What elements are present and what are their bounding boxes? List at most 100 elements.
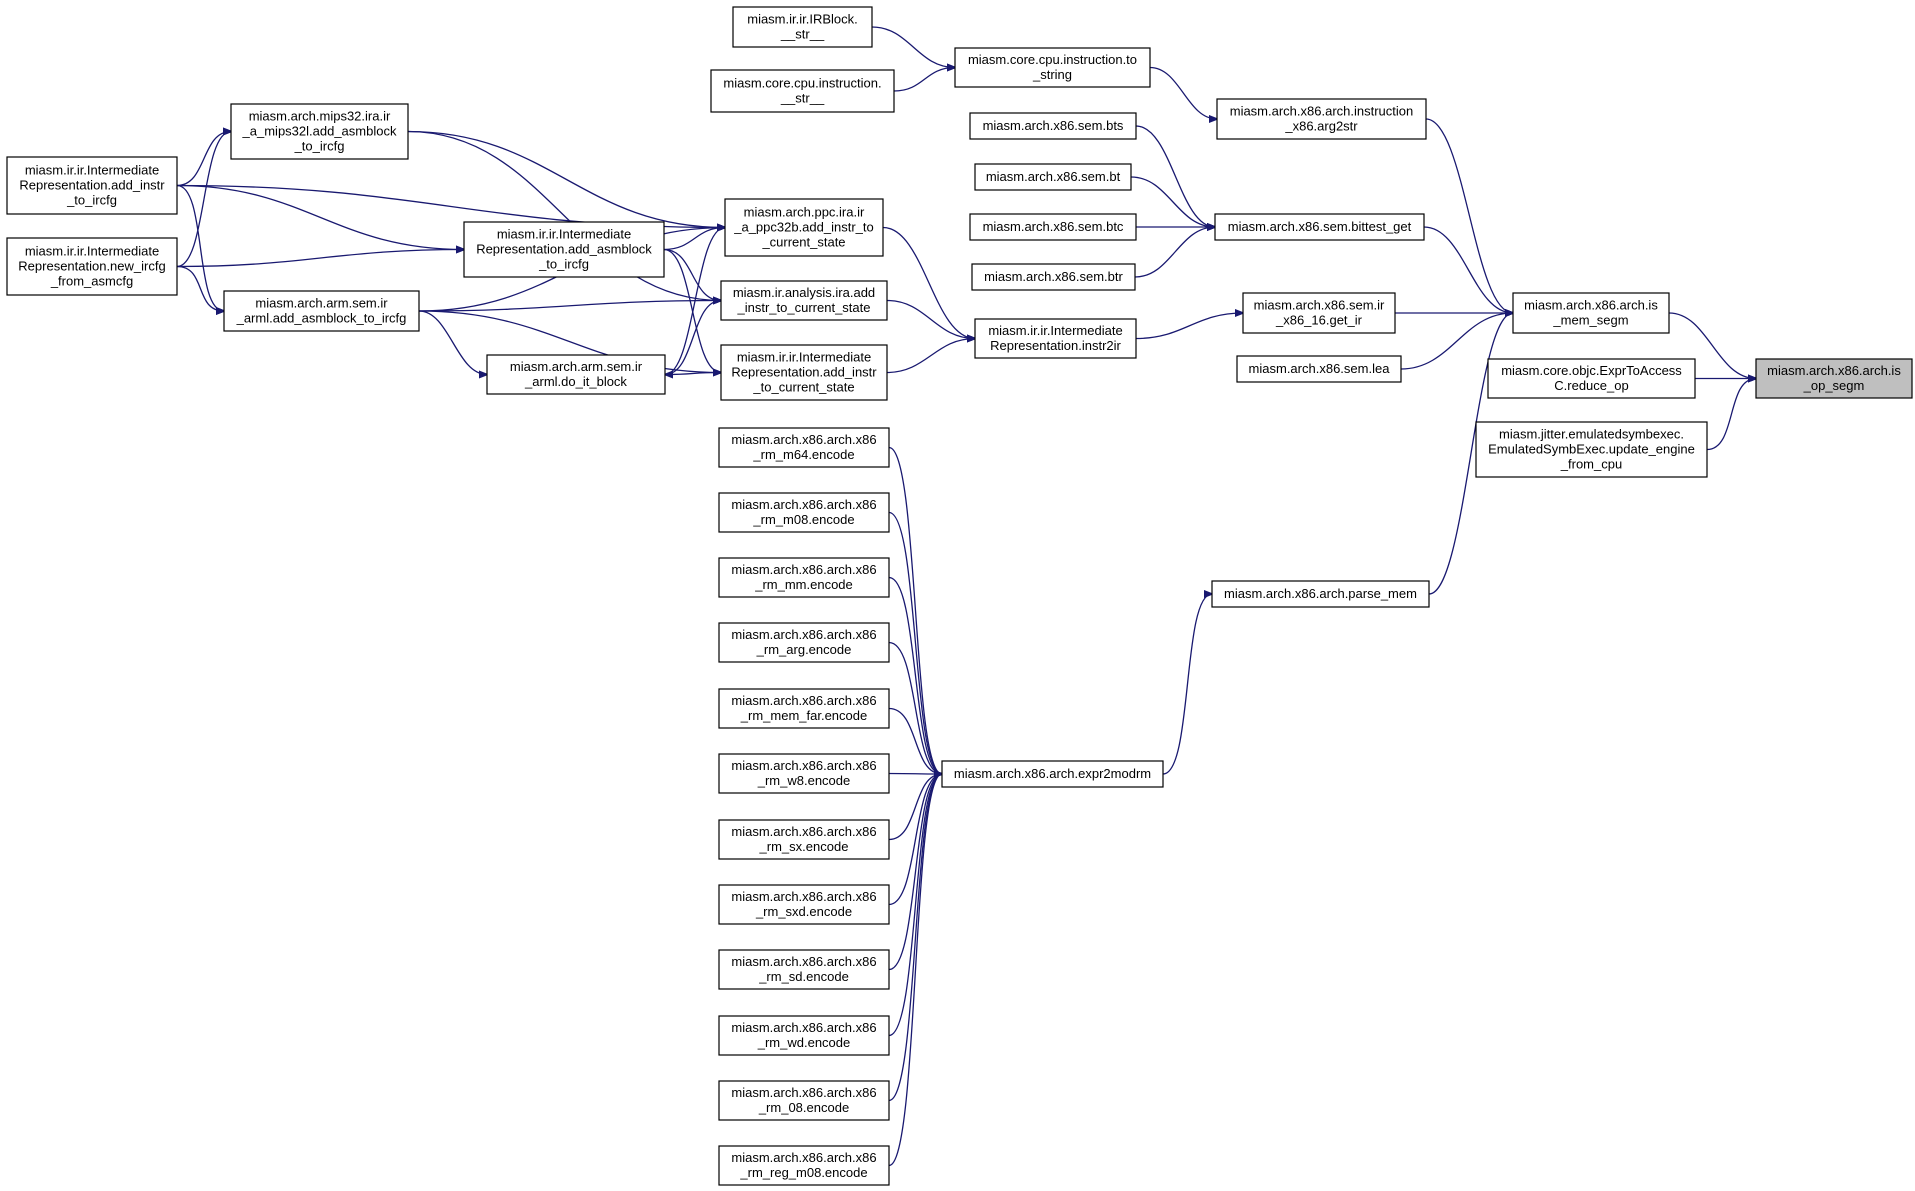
node-enc-sd[interactable]: miasm.arch.x86.arch.x86_rm_sd.encode [718,949,890,990]
node-label-line: _arml.add_asmblock_to_ircfg [236,311,407,326]
node-ir-add-instr-cs[interactable]: miasm.ir.ir.IntermediateRepresentation.a… [720,344,888,401]
node-label-line: EmulatedSymbExec.update_engine [1488,442,1695,457]
node-ira-add-instr[interactable]: miasm.ir.analysis.ira.add_instr_to_curre… [720,280,888,321]
node-label-line: Representation.add_asmblock [476,242,652,257]
edge-arrow [1425,118,1513,313]
call-edge-ira_add_instr-to-instr2ir [886,299,975,339]
node-bts[interactable]: miasm.arch.x86.sem.bts [969,112,1137,140]
node-label-line: miasm.arch.x86.arch.x86 [731,954,876,969]
call-edge-arm_add_asmblock-to-do_it_block [418,310,487,375]
node-box [718,622,890,663]
node-label-line: Representation.instr2ir [990,338,1121,353]
call-edge-instr_str-to-instr_to_string [893,68,955,92]
node-enc-wd[interactable]: miasm.arch.x86.arch.x86_rm_wd.encode [718,1015,890,1056]
call-edge-instr_to_string-to-arg2str [1149,66,1217,120]
call-edge-enc_arg-to-expr2modrm [888,641,942,775]
edge-arrow [886,299,975,339]
node-ppc-add-instr[interactable]: miasm.arch.ppc.ira.ir_a_ppc32b.add_instr… [724,198,884,257]
node-label-line: miasm.arch.x86.sem.bittest_get [1228,219,1412,234]
call-edge-mips_add_asmblock-to-ppc_add_instr [407,130,725,228]
call-edge-ir_add_instr_to_ircfg-to-mips_add_asmblock [176,132,231,187]
node-box [1755,358,1913,399]
node-update-engine[interactable]: miasm.jitter.emulatedsymbexec.EmulatedSy… [1475,421,1708,478]
call-edge-bittest_get-to-is_mem_segm [1423,226,1513,313]
node-box [969,213,1137,241]
node-box [1214,213,1425,241]
node-label-line: miasm.core.objc.ExprToAccess [1501,363,1682,378]
node-ir-add-instr-to-ircfg[interactable]: miasm.ir.ir.IntermediateRepresentation.a… [6,156,178,215]
call-edge-enc_m64-to-expr2modrm [888,446,942,775]
edge-arrow [176,132,231,187]
node-arg2str[interactable]: miasm.arch.x86.arch.instruction_x86.arg2… [1216,98,1427,140]
node-enc-mm[interactable]: miasm.arch.x86.arch.x86_rm_mm.encode [718,557,890,598]
node-new-ircfg[interactable]: miasm.ir.ir.IntermediateRepresentation.n… [6,237,178,296]
node-irblock-str[interactable]: miasm.ir.ir.IRBlock.__str__ [732,6,873,48]
node-instr-str[interactable]: miasm.core.cpu.instruction.__str__ [710,69,895,113]
node-expr2modrm[interactable]: miasm.arch.x86.arch.expr2modrm [941,760,1164,788]
node-lea[interactable]: miasm.arch.x86.sem.lea [1236,355,1402,383]
node-bittest-get[interactable]: miasm.arch.x86.sem.bittest_get [1214,213,1425,241]
edge-arrow [418,301,721,312]
edge-arrow [176,265,224,312]
node-enc-08[interactable]: miasm.arch.x86.arch.x86_rm_08.encode [718,1080,890,1121]
edge-arrow [888,774,942,1102]
edge-arrow [176,132,231,268]
node-mips-add-asmblock[interactable]: miasm.arch.mips32.ira.ir_a_mips32l.add_a… [230,103,409,160]
node-label-line: miasm.ir.ir.Intermediate [988,323,1122,338]
node-label-line: miasm.arch.x86.arch.x86 [731,1020,876,1035]
edge-arrow [888,774,942,1167]
edge-arrow [663,228,725,251]
node-label-line: miasm.core.cpu.instruction.to [968,52,1137,67]
node-arm-add-asmblock[interactable]: miasm.arch.arm.sem.ir_arml.add_asmblock_… [223,290,420,332]
node-get-ir[interactable]: miasm.arch.x86.sem.ir_x86_16.get_ir [1242,292,1396,334]
node-ir-add-asmblock[interactable]: miasm.ir.ir.IntermediateRepresentation.a… [463,221,665,278]
call-edge-enc_mem_far-to-expr2modrm [888,707,942,775]
node-label-line: _rm_mm.encode [754,577,853,592]
edge-arrow [888,707,942,775]
node-box [718,1080,890,1121]
node-label-line: miasm.arch.x86.arch.x86 [731,497,876,512]
node-enc-mem-far[interactable]: miasm.arch.x86.arch.x86_rm_mem_far.encod… [718,688,890,729]
node-box [724,198,884,257]
edge-arrow [888,576,942,775]
edge-arrow [888,511,942,775]
edge-arrow [871,26,955,68]
node-label-line: miasm.arch.x86.arch.x86 [731,693,876,708]
node-enc-w8[interactable]: miasm.arch.x86.arch.x86_rm_w8.encode [718,753,890,794]
node-enc-reg-m08[interactable]: miasm.arch.x86.arch.x86_rm_reg_m08.encod… [718,1145,890,1186]
node-label-line: Representation.add_instr [731,365,877,380]
call-edge-btr-to-bittest_get [1134,227,1215,278]
node-box [954,47,1151,88]
node-enc-m64[interactable]: miasm.arch.x86.arch.x86_rm_m64.encode [718,427,890,468]
call-edge-ir_add_instr_to_ircfg-to-ppc_add_instr [176,184,725,228]
edge-arrow [888,774,942,775]
node-instr-to-string[interactable]: miasm.core.cpu.instruction.to_string [954,47,1151,88]
node-do-it-block[interactable]: miasm.arch.arm.sem.ir_arml.do_it_block [486,354,666,395]
node-box [718,1015,890,1056]
node-parse-mem[interactable]: miasm.arch.x86.arch.parse_mem [1211,580,1430,608]
node-enc-m08[interactable]: miasm.arch.x86.arch.x86_rm_m08.encode [718,492,890,533]
node-label-line: miasm.core.cpu.instruction. [723,76,881,91]
edge-arrow [882,226,975,339]
node-instr2ir[interactable]: miasm.ir.ir.IntermediateRepresentation.i… [974,318,1137,359]
node-enc-sxd[interactable]: miasm.arch.x86.arch.x86_rm_sxd.encode [718,884,890,925]
node-label-line: _string [1032,67,1072,82]
edge-arrow [1135,125,1215,227]
edge-arrow [418,310,487,375]
call-edge-ir_add_instr_to_ircfg-to-arm_add_asmblock [176,184,224,312]
node-btc[interactable]: miasm.arch.x86.sem.btc [969,213,1137,241]
node-is-op-segm[interactable]: miasm.arch.x86.arch.is_op_segm [1755,358,1913,399]
node-enc-arg[interactable]: miasm.arch.x86.arch.x86_rm_arg.encode [718,622,890,663]
node-enc-sx[interactable]: miasm.arch.x86.arch.x86_rm_sx.encode [718,819,890,860]
node-is-mem-segm[interactable]: miasm.arch.x86.arch.is_mem_segm [1512,292,1670,334]
node-bt[interactable]: miasm.arch.x86.sem.bt [974,163,1132,191]
node-box [969,112,1137,140]
edge-arrow [176,250,464,268]
call-edge-enc_sd-to-expr2modrm [888,774,942,971]
call-edge-ir_add_asmblock-to-ppc_add_instr [663,228,725,251]
node-box [718,557,890,598]
node-label-line: _to_current_state [752,380,854,395]
node-btr[interactable]: miasm.arch.x86.sem.btr [971,263,1136,291]
node-label-line: __str__ [780,27,825,42]
